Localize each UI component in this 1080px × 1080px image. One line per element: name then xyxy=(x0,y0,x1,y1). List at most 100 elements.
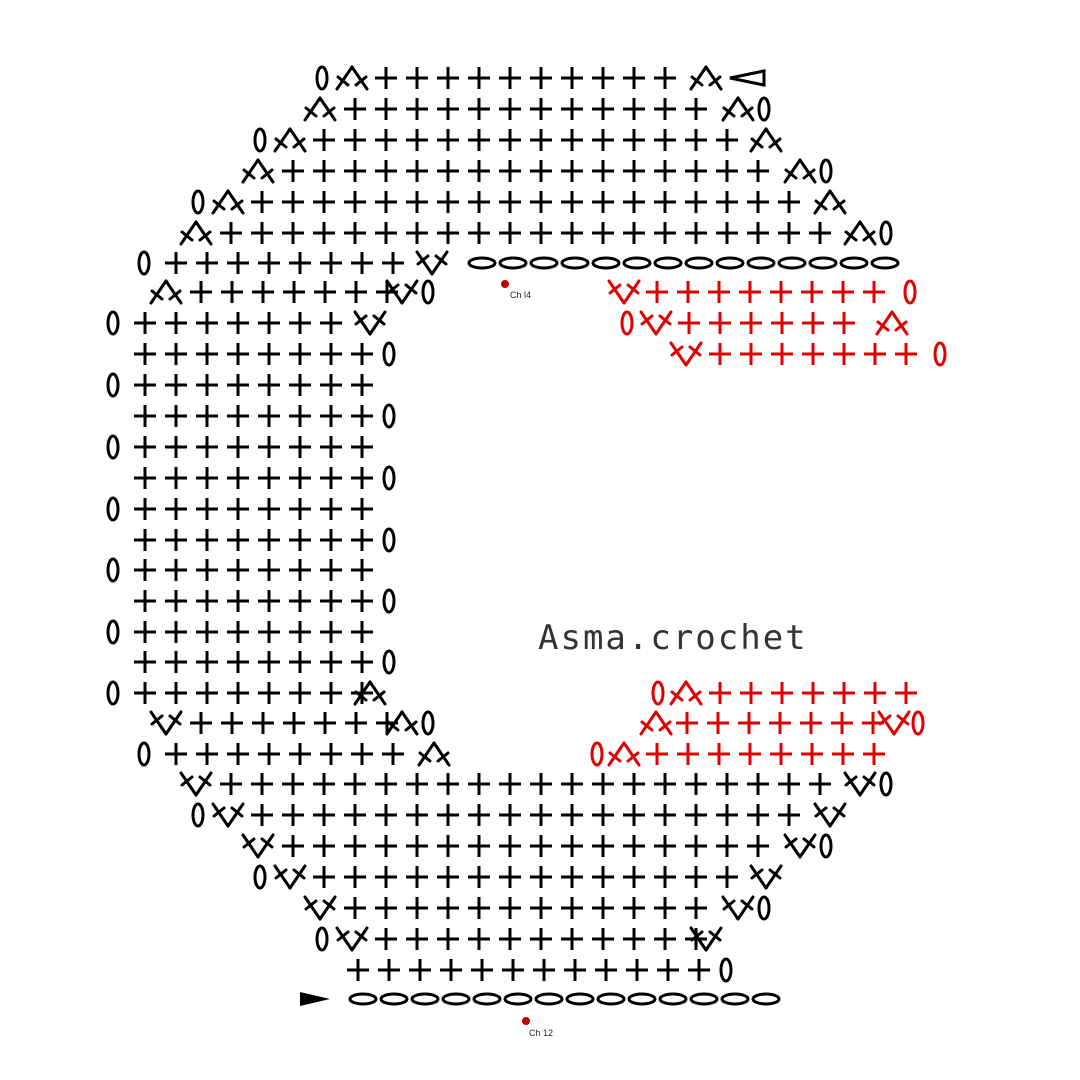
single-crochet-symbol xyxy=(196,312,218,334)
single-crochet-symbol xyxy=(134,621,156,643)
single-crochet-symbol xyxy=(227,436,249,458)
single-crochet-symbol xyxy=(747,773,769,795)
chain-symbol xyxy=(819,833,833,859)
top-chain-label: Ch l4 xyxy=(510,290,531,300)
single-crochet-symbol xyxy=(221,281,243,303)
single-crochet-symbol xyxy=(196,529,218,551)
single-crochet-symbol xyxy=(747,835,769,857)
single-crochet-symbol xyxy=(468,191,490,213)
chain-symbol xyxy=(590,741,604,767)
single-crochet-symbol xyxy=(320,252,342,274)
single-crochet-symbol xyxy=(499,866,521,888)
single-crochet-symbol xyxy=(351,343,373,365)
single-crochet-symbol xyxy=(345,712,367,734)
single-crochet-symbol xyxy=(685,835,707,857)
single-crochet-symbol xyxy=(165,529,187,551)
single-crochet-symbol xyxy=(688,959,710,981)
single-crochet-symbol xyxy=(654,191,676,213)
increase-symbol xyxy=(749,864,783,890)
single-crochet-symbol xyxy=(747,804,769,826)
single-crochet-symbol xyxy=(685,98,707,120)
single-crochet-symbol xyxy=(258,436,280,458)
single-crochet-symbol xyxy=(623,866,645,888)
chain-symbol xyxy=(746,256,776,270)
single-crochet-symbol xyxy=(314,281,336,303)
single-crochet-symbol xyxy=(134,343,156,365)
chain-symbol xyxy=(137,741,151,767)
single-crochet-symbol xyxy=(258,343,280,365)
watermark-text: Asma.crochet xyxy=(538,618,808,658)
single-crochet-symbol xyxy=(740,312,762,334)
chain-symbol xyxy=(441,992,471,1006)
increase-symbol xyxy=(273,864,307,890)
single-crochet-symbol xyxy=(499,804,521,826)
single-crochet-symbol xyxy=(468,866,490,888)
single-crochet-symbol xyxy=(196,743,218,765)
single-crochet-symbol xyxy=(165,343,187,365)
single-crochet-symbol xyxy=(623,928,645,950)
single-crochet-symbol xyxy=(313,773,335,795)
single-crochet-symbol xyxy=(468,804,490,826)
single-crochet-symbol xyxy=(437,98,459,120)
chain-symbol xyxy=(933,341,947,367)
single-crochet-symbol xyxy=(833,312,855,334)
single-crochet-symbol xyxy=(134,498,156,520)
increase-symbol xyxy=(607,279,641,305)
single-crochet-symbol xyxy=(258,374,280,396)
single-crochet-symbol xyxy=(251,191,273,213)
single-crochet-symbol xyxy=(623,835,645,857)
chain-symbol xyxy=(191,189,205,215)
single-crochet-symbol xyxy=(345,281,367,303)
single-crochet-symbol xyxy=(314,712,336,734)
single-crochet-symbol xyxy=(165,651,187,673)
single-crochet-symbol xyxy=(800,712,822,734)
chain-symbol xyxy=(106,310,120,336)
single-crochet-symbol xyxy=(227,467,249,489)
single-crochet-symbol xyxy=(802,312,824,334)
single-crochet-symbol xyxy=(378,959,400,981)
single-crochet-symbol xyxy=(375,773,397,795)
single-crochet-symbol xyxy=(289,374,311,396)
single-crochet-symbol xyxy=(351,498,373,520)
single-crochet-symbol xyxy=(382,743,404,765)
chain-symbol xyxy=(315,926,329,952)
single-crochet-symbol xyxy=(320,743,342,765)
single-crochet-symbol xyxy=(165,621,187,643)
single-crochet-symbol xyxy=(592,67,614,89)
single-crochet-symbol xyxy=(196,682,218,704)
single-crochet-symbol xyxy=(739,281,761,303)
chain-symbol xyxy=(253,127,267,153)
single-crochet-symbol xyxy=(530,773,552,795)
single-crochet-symbol xyxy=(676,712,698,734)
single-crochet-symbol xyxy=(406,804,428,826)
single-crochet-symbol xyxy=(437,222,459,244)
increase-symbol xyxy=(415,250,449,276)
single-crochet-symbol xyxy=(468,928,490,950)
single-crochet-symbol xyxy=(289,743,311,765)
chain-symbol xyxy=(382,465,396,491)
chain-symbol xyxy=(382,341,396,367)
single-crochet-symbol xyxy=(320,467,342,489)
single-crochet-symbol xyxy=(258,682,280,704)
single-crochet-symbol xyxy=(561,129,583,151)
single-crochet-symbol xyxy=(252,281,274,303)
single-crochet-symbol xyxy=(289,252,311,274)
chain-symbol xyxy=(382,403,396,429)
chain-symbol xyxy=(421,279,435,305)
single-crochet-symbol xyxy=(530,835,552,857)
increase-symbol xyxy=(241,833,275,859)
single-crochet-symbol xyxy=(802,682,824,704)
single-crochet-symbol xyxy=(716,804,738,826)
single-crochet-symbol xyxy=(351,252,373,274)
single-crochet-symbol xyxy=(165,743,187,765)
single-crochet-symbol xyxy=(221,712,243,734)
single-crochet-symbol xyxy=(344,804,366,826)
single-crochet-symbol xyxy=(716,866,738,888)
single-crochet-symbol xyxy=(592,897,614,919)
single-crochet-symbol xyxy=(677,743,699,765)
single-crochet-symbol xyxy=(716,835,738,857)
chain-symbol xyxy=(870,256,900,270)
single-crochet-symbol xyxy=(747,191,769,213)
single-crochet-symbol xyxy=(437,835,459,857)
single-crochet-symbol xyxy=(406,160,428,182)
